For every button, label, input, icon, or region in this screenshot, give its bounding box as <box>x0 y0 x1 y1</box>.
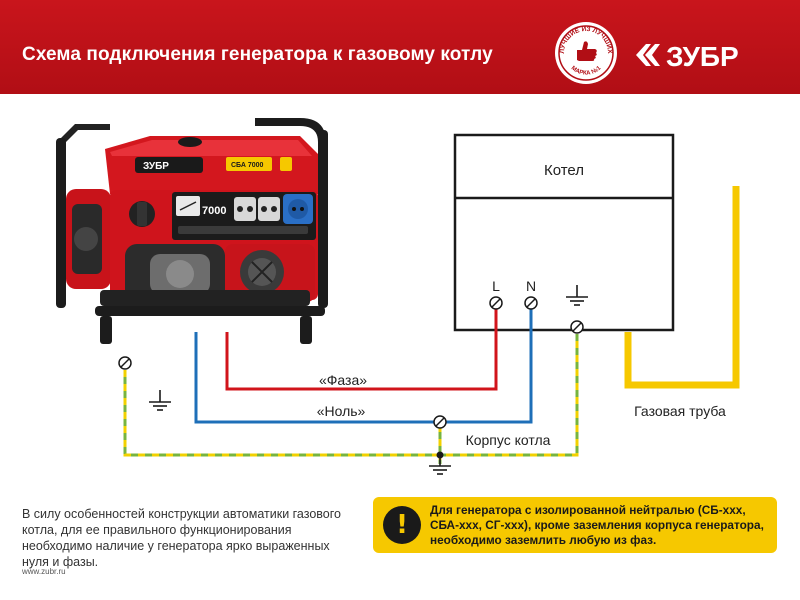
generator-model: СБА 7000 <box>231 162 263 169</box>
boiler-box: Котел <box>453 133 675 332</box>
body-label: Корпус котла <box>466 432 551 448</box>
generator-brand: ЗУБР <box>143 161 169 172</box>
page-title: Схема подключения генератора к газовому … <box>22 44 493 65</box>
info-paragraph: В силу особенностей конструкции автомати… <box>22 507 341 569</box>
boiler-label: Котел <box>544 162 584 179</box>
terminal-screw-icon <box>118 296 584 429</box>
website-link[interactable]: www.zubr.ru <box>22 567 66 576</box>
seal-bottom-text: МАРКА №1 <box>570 65 603 77</box>
generator-ground-symbol-icon <box>149 390 171 411</box>
wiring-diagram: ЗУБР СБА 7000 7000 <box>56 118 740 475</box>
warning-text: Для генератора с изолированной нейтралью… <box>430 503 764 547</box>
gas-pipe <box>624 186 740 389</box>
generator-power: 7000 <box>202 205 226 217</box>
phase-label: «Фаза» <box>319 372 367 388</box>
brand-seal-icon: ЛУЧШИЕ ИЗ ЛУЧШИХ МАРКА №1 <box>555 22 617 84</box>
zubr-logo-icon: ЗУБР <box>636 41 739 72</box>
svg-text:МАРКА №1: МАРКА №1 <box>570 65 603 77</box>
neutral-label: «Ноль» <box>317 403 366 419</box>
gas-pipe-label: Газовая труба <box>634 403 726 419</box>
phase-wire <box>225 304 498 391</box>
neutral-wire <box>194 304 533 424</box>
brand-name: ЗУБР <box>666 41 739 72</box>
main-ground-symbol-icon <box>429 455 451 475</box>
warning-box: ! Для генератора с изолированной нейтрал… <box>373 497 777 553</box>
boiler-ground-symbol-icon <box>566 285 588 306</box>
terminal-n-label: N <box>526 278 536 294</box>
generator-illustration: ЗУБР СБА 7000 7000 <box>56 118 328 344</box>
terminal-l-label: L <box>492 278 500 294</box>
warning-icon: ! <box>383 506 421 544</box>
header-bar: Схема подключения генератора к газовому … <box>0 0 800 94</box>
